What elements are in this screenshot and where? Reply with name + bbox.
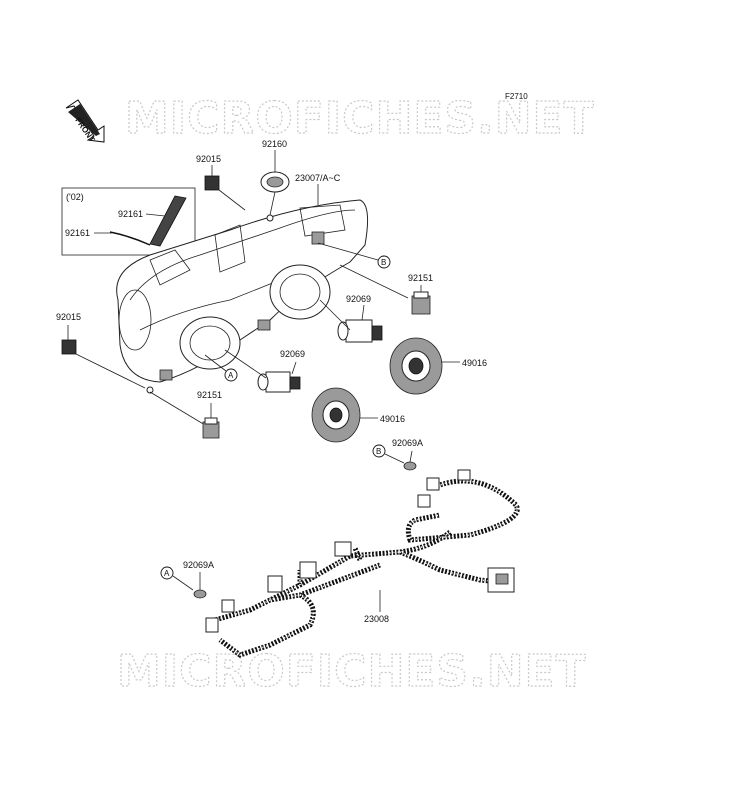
front-arrow-icon: FRONT — [65, 99, 105, 144]
watermark-bottom: MICROFICHES.NET — [117, 646, 587, 697]
figure-code: F2710 — [505, 92, 528, 101]
callout-b-upper: B — [317, 242, 391, 269]
label-92151-left: 92151 — [197, 390, 222, 400]
inset-box-02: ('02) 92161 92161 — [61, 187, 196, 256]
svg-text:B: B — [376, 447, 381, 456]
connector-lower-left — [205, 617, 219, 633]
watermark-top: MICROFICHES.NET — [125, 93, 595, 144]
harness-cable — [214, 478, 520, 658]
label-92151-right: 92151 — [408, 273, 433, 283]
connector-socket-left — [221, 599, 235, 613]
label-92069a-left: 92069A — [183, 560, 214, 570]
label-23008: 23008 — [364, 614, 389, 624]
svg-text:B: B — [381, 258, 386, 267]
callout-a-upper: A — [204, 354, 238, 382]
svg-text:A: A — [164, 569, 170, 578]
bulb-92069a-left: 92069A — [183, 560, 214, 599]
trim-strip-thin — [109, 231, 151, 246]
label-92161-a: 92161 — [118, 209, 143, 219]
wiring-harness-23008: 23008 — [205, 469, 520, 658]
connector-center — [299, 561, 317, 579]
bolt-92151-left: 92151 — [149, 390, 222, 439]
label-92160: 92160 — [262, 139, 287, 149]
callout-b-lower: B — [372, 444, 405, 464]
connector-left — [267, 575, 283, 593]
label-92015-top: 92015 — [196, 154, 221, 164]
bolt-92151-right: 92151 — [339, 264, 433, 315]
label-92069a-right: 92069A — [392, 438, 423, 448]
inset-note: ('02) — [66, 192, 84, 202]
label-92015-left: 92015 — [56, 312, 81, 322]
label-92069-lower: 92069 — [280, 349, 305, 359]
label-49016-right: 49016 — [462, 358, 487, 368]
callout-a-lower: A — [160, 566, 194, 591]
connector-upper-left — [334, 541, 352, 557]
bulb-92069-upper: 92069 — [319, 294, 383, 343]
label-49016-lower: 49016 — [380, 414, 405, 424]
label-92069-upper: 92069 — [346, 294, 371, 304]
cover-49016-right: 49016 — [389, 337, 487, 395]
svg-text:A: A — [228, 371, 234, 380]
connector-top — [426, 477, 440, 491]
clip-92015-left: 92015 — [56, 312, 146, 389]
bulb-92069a-right: 92069A — [392, 438, 423, 471]
grommet-92160: 92160 — [260, 139, 290, 216]
cover-49016-lower: 49016 — [311, 387, 405, 443]
clip-92015-top: 92015 — [196, 154, 246, 211]
bulb-92069-lower: 92069 — [224, 349, 305, 393]
connector-top-right — [457, 469, 471, 481]
trim-strip-large — [149, 195, 187, 247]
connector-mid — [417, 494, 431, 508]
label-23007: 23007/A~C — [295, 173, 341, 183]
headlight-assembly — [116, 199, 369, 394]
label-92161-b: 92161 — [65, 228, 90, 238]
